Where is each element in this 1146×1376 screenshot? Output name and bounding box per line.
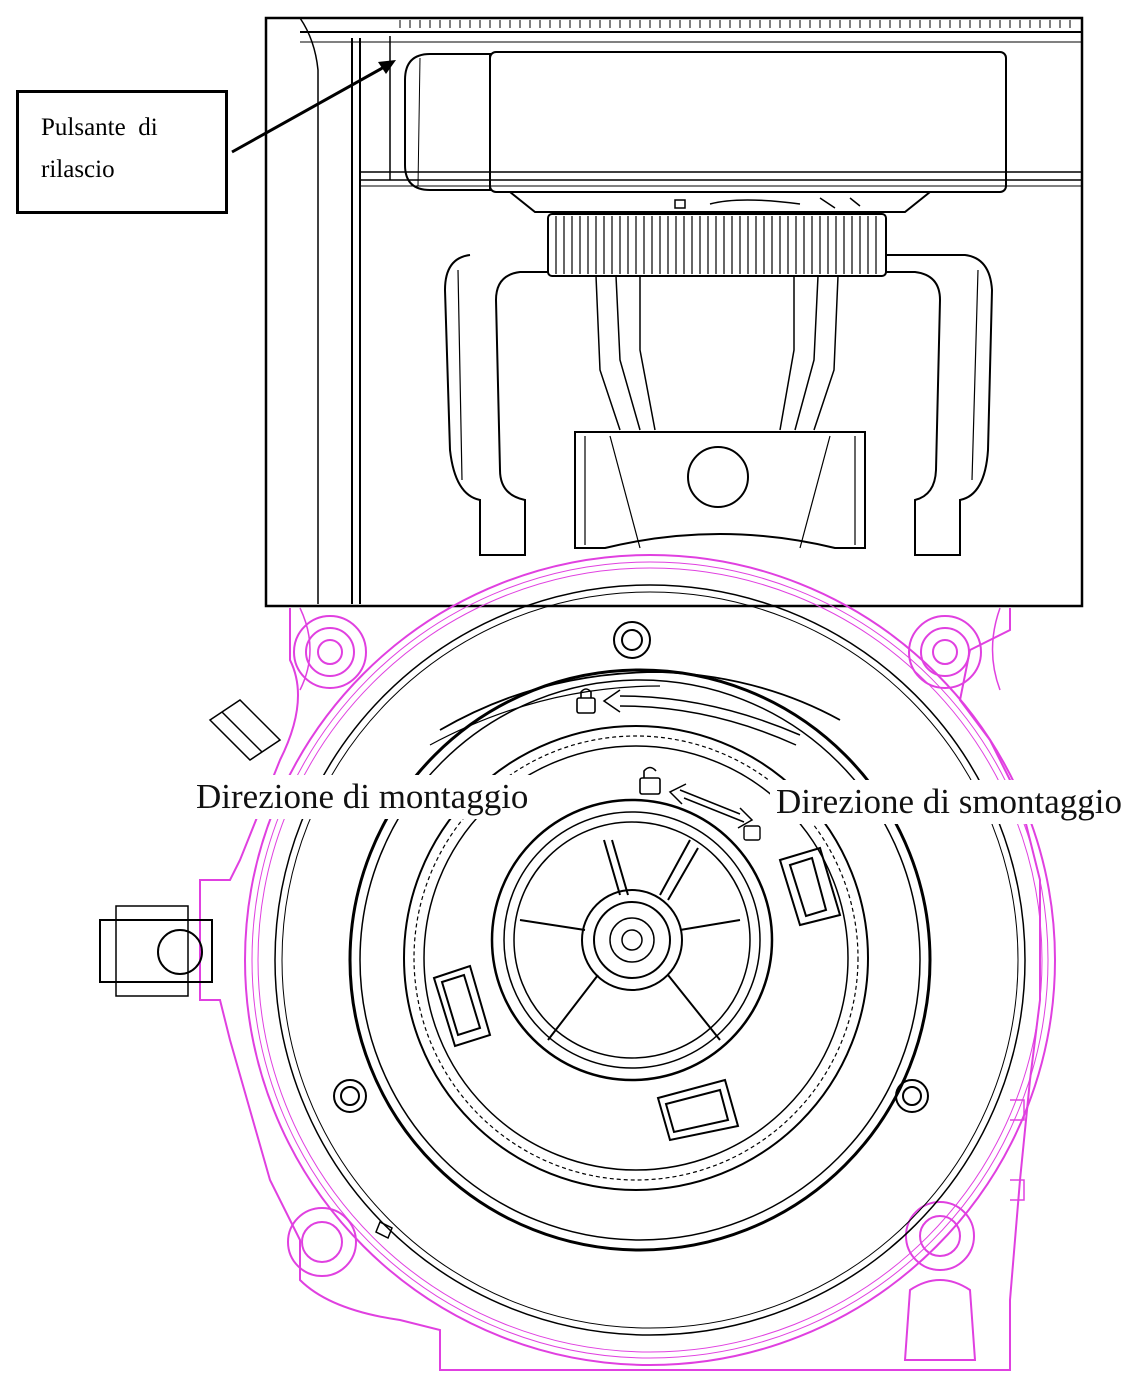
- direction-arrow-icon: [668, 783, 754, 829]
- housing-body: [489, 51, 1007, 193]
- fan-spokes: [519, 839, 741, 1041]
- latch-tab: [432, 964, 492, 1048]
- lock-icon: [576, 688, 596, 714]
- callout-line-2: rilascio: [41, 156, 115, 183]
- unmount-direction-label: Direzione di smontaggio: [770, 780, 1129, 824]
- housing-outer-ring: [244, 554, 1056, 1366]
- handle-frame: [443, 254, 994, 556]
- top-panel: [264, 16, 1084, 608]
- callout-arrow: [231, 60, 396, 154]
- cradle: [574, 431, 866, 549]
- direction-arrow-icon: [602, 689, 801, 746]
- top-panel-frame: [264, 16, 1084, 608]
- unlock-icon: [639, 766, 661, 795]
- side-connector: [99, 919, 213, 983]
- lock-icon: [743, 825, 761, 841]
- release-button: [404, 53, 491, 191]
- latch-tab: [778, 846, 842, 927]
- magenta-housing: [199, 554, 1056, 1371]
- latch-tab: [656, 1078, 740, 1142]
- bottom-panel: [99, 554, 1056, 1371]
- mount-direction-label: Direzione di montaggio: [190, 775, 535, 819]
- callout-line-1: Pulsante di: [41, 114, 158, 141]
- knurled-ring: [547, 213, 887, 277]
- cradle-hole: [687, 446, 749, 508]
- bayonet-ring: [348, 668, 932, 1252]
- release-button-callout: Pulsante di rilascio: [16, 90, 228, 214]
